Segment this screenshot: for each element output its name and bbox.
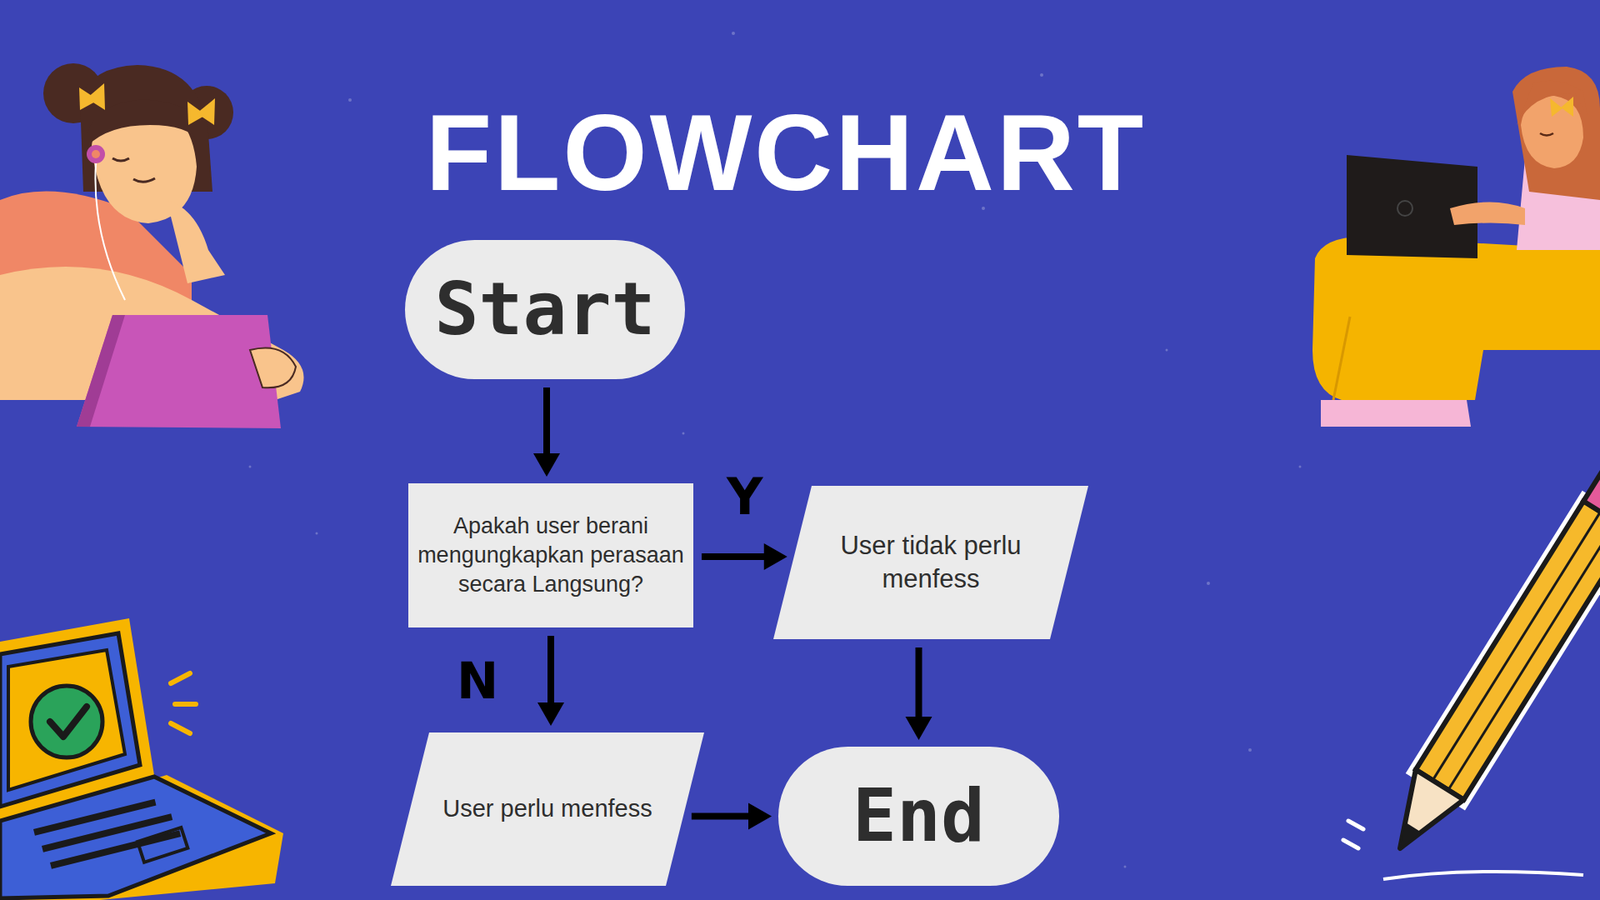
- arrow-shaft: [915, 647, 923, 720]
- page-title: FLOWCHART: [410, 98, 1161, 207]
- arrowhead: [905, 716, 933, 740]
- girl-with-tablet: [0, 63, 305, 429]
- branch-label: Y: [726, 471, 763, 522]
- flow-arrow: [537, 635, 565, 726]
- parallelogram-outline: [773, 485, 1089, 640]
- start-terminal: Start: [405, 240, 685, 380]
- arrowhead: [537, 702, 565, 726]
- pencil: [1343, 462, 1600, 880]
- arrowhead: [764, 543, 788, 570]
- output-parallelogram: User perlu menfess: [390, 732, 705, 886]
- laptop-with-check: [0, 618, 284, 900]
- flow-arrow: [691, 803, 772, 830]
- node-label: User tidak perlu menfess: [831, 529, 1030, 597]
- output-parallelogram: User tidak perlu menfess: [773, 485, 1089, 640]
- flow-arrow: [533, 387, 560, 477]
- girl-with-laptop: [1312, 66, 1600, 427]
- branch-label: N: [456, 655, 499, 706]
- node-label: Apakah user berani mengungkapkan perasaa…: [416, 511, 685, 600]
- node-label: End: [852, 775, 985, 857]
- node-label: Start: [435, 269, 656, 350]
- flow-arrow: [905, 647, 933, 740]
- arrowhead: [533, 453, 560, 477]
- arrow-shaft: [543, 387, 550, 457]
- parallelogram-fill: [773, 485, 1089, 640]
- flow-arrow: [701, 543, 788, 570]
- arrowhead: [748, 803, 772, 830]
- decision-box: Apakah user berani mengungkapkan perasaa…: [408, 483, 694, 628]
- arrow-shaft: [547, 635, 555, 706]
- node-label: User perlu menfess: [442, 793, 652, 825]
- parallelogram-fill: [390, 732, 705, 886]
- speckles: [249, 31, 1302, 869]
- arrow-shaft: [691, 813, 752, 820]
- arrow-shaft: [701, 553, 768, 560]
- end-terminal: End: [778, 746, 1060, 886]
